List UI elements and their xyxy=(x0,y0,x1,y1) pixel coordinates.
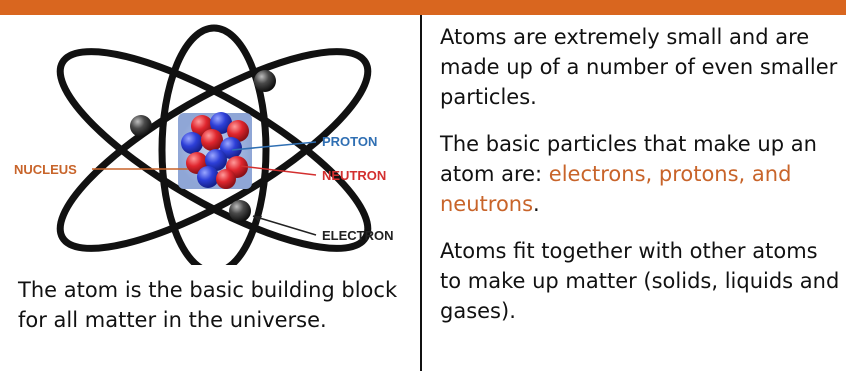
particle-list-highlight: electrons, protons, and neutrons xyxy=(440,162,792,216)
neutron-particle xyxy=(201,129,223,151)
proton-particle xyxy=(220,137,242,159)
column-divider xyxy=(420,15,422,371)
electron-particle xyxy=(130,115,152,137)
nucleus xyxy=(181,112,249,189)
proton-particle xyxy=(197,166,219,188)
neutron-particle xyxy=(227,120,249,142)
orbit-ring xyxy=(56,48,372,252)
paragraph-2-prefix: The basic particles that make up an atom… xyxy=(440,132,817,186)
proton-particle xyxy=(205,149,227,171)
proton-particle xyxy=(181,132,203,154)
electron-particle xyxy=(229,200,251,222)
proton-label: PROTON xyxy=(322,134,377,149)
proton-pointer-line xyxy=(231,141,317,151)
electron-label: ELECTRON xyxy=(322,228,394,243)
diagram-caption: The atom is the basic building block for… xyxy=(18,278,398,332)
paragraph-2-suffix: . xyxy=(533,192,540,216)
neutron-label: NEUTRON xyxy=(322,168,386,183)
orbit-ring xyxy=(158,24,270,265)
header-bar xyxy=(0,0,846,15)
electron-particle xyxy=(254,70,276,92)
neutron-particle xyxy=(216,169,236,189)
text-column: Atoms are extremely small and are made u… xyxy=(440,22,840,343)
orbit-ring xyxy=(56,48,372,252)
electron-pointer-line xyxy=(252,215,317,236)
neutron-pointer-line xyxy=(239,165,317,176)
atom-diagram: NUCLEUS PROTON NEUTRON ELECTRON xyxy=(0,15,420,265)
nucleus-label: NUCLEUS xyxy=(14,162,77,177)
atom-diagram-svg: NUCLEUS PROTON NEUTRON ELECTRON xyxy=(14,24,394,265)
paragraph-3: Atoms fit together with other atoms to m… xyxy=(440,239,840,323)
paragraph-1: Atoms are extremely small and are made u… xyxy=(440,25,838,109)
proton-particle xyxy=(210,112,232,134)
electron-pointer-arrowhead xyxy=(253,216,262,222)
paragraph-2: The basic particles that make up an atom… xyxy=(440,129,840,219)
